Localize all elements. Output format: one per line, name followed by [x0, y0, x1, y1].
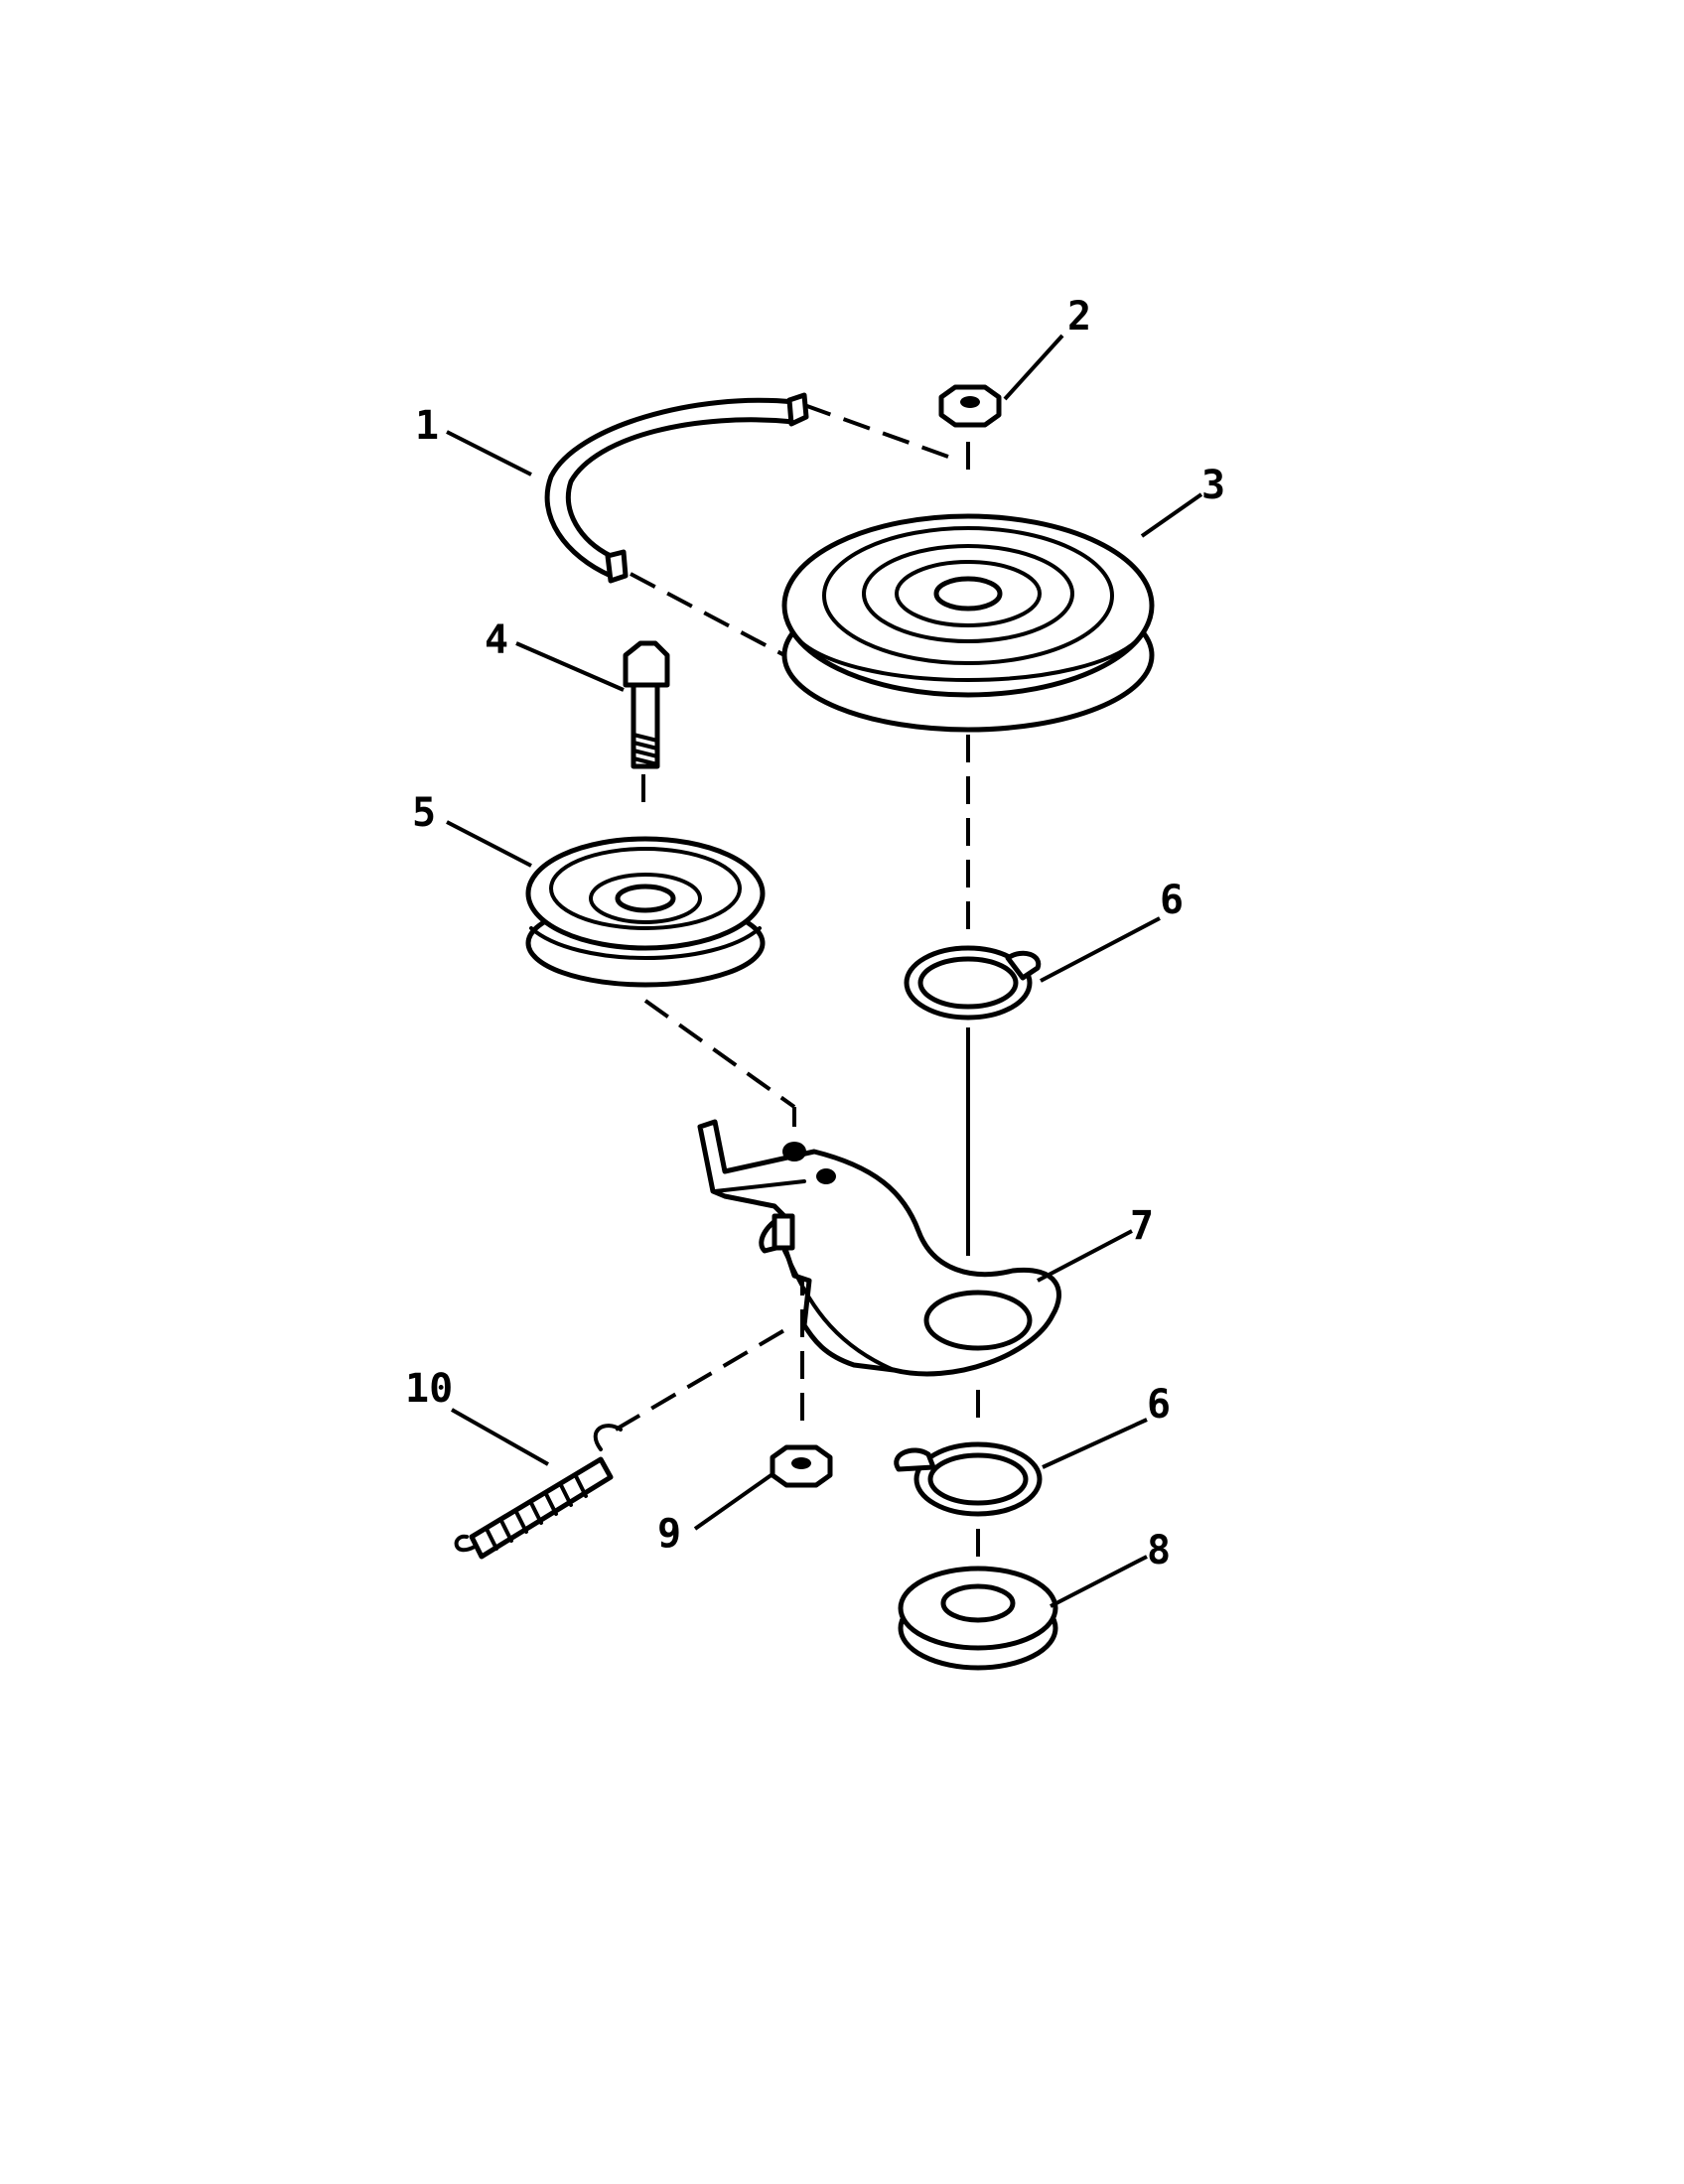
retaining-ring-part-6-upper — [904, 945, 1042, 1021]
hex-nut-part-2 — [938, 384, 1002, 428]
hex-nut-part-9 — [770, 1444, 833, 1488]
spring-part-10 — [454, 1424, 623, 1560]
hex-bolt-part-4 — [623, 640, 670, 769]
bushing-part-8 — [898, 1566, 1058, 1671]
idler-arm-part-7 — [697, 1119, 1061, 1377]
assembly-lines — [614, 403, 980, 1564]
large-pulley-part-3 — [781, 513, 1155, 733]
retaining-ring-part-6-lower — [894, 1441, 1043, 1517]
callout-6-upper: 6 — [1160, 878, 1184, 923]
idler-pulley-part-5 — [525, 836, 766, 988]
belt-part-1 — [544, 392, 809, 584]
callouts: 1 2 3 4 5 6 7 6 8 9 10 — [405, 294, 1225, 1573]
callout-5: 5 — [412, 790, 436, 836]
callout-4: 4 — [485, 617, 508, 663]
leader-lines — [446, 334, 1203, 1608]
callout-10: 10 — [405, 1366, 453, 1412]
callout-8: 8 — [1147, 1528, 1171, 1573]
callout-6-lower: 6 — [1147, 1382, 1171, 1428]
callout-7: 7 — [1130, 1203, 1154, 1249]
callout-9: 9 — [657, 1511, 681, 1557]
callout-1: 1 — [415, 403, 439, 449]
callout-2: 2 — [1067, 294, 1091, 340]
callout-3: 3 — [1201, 463, 1225, 508]
